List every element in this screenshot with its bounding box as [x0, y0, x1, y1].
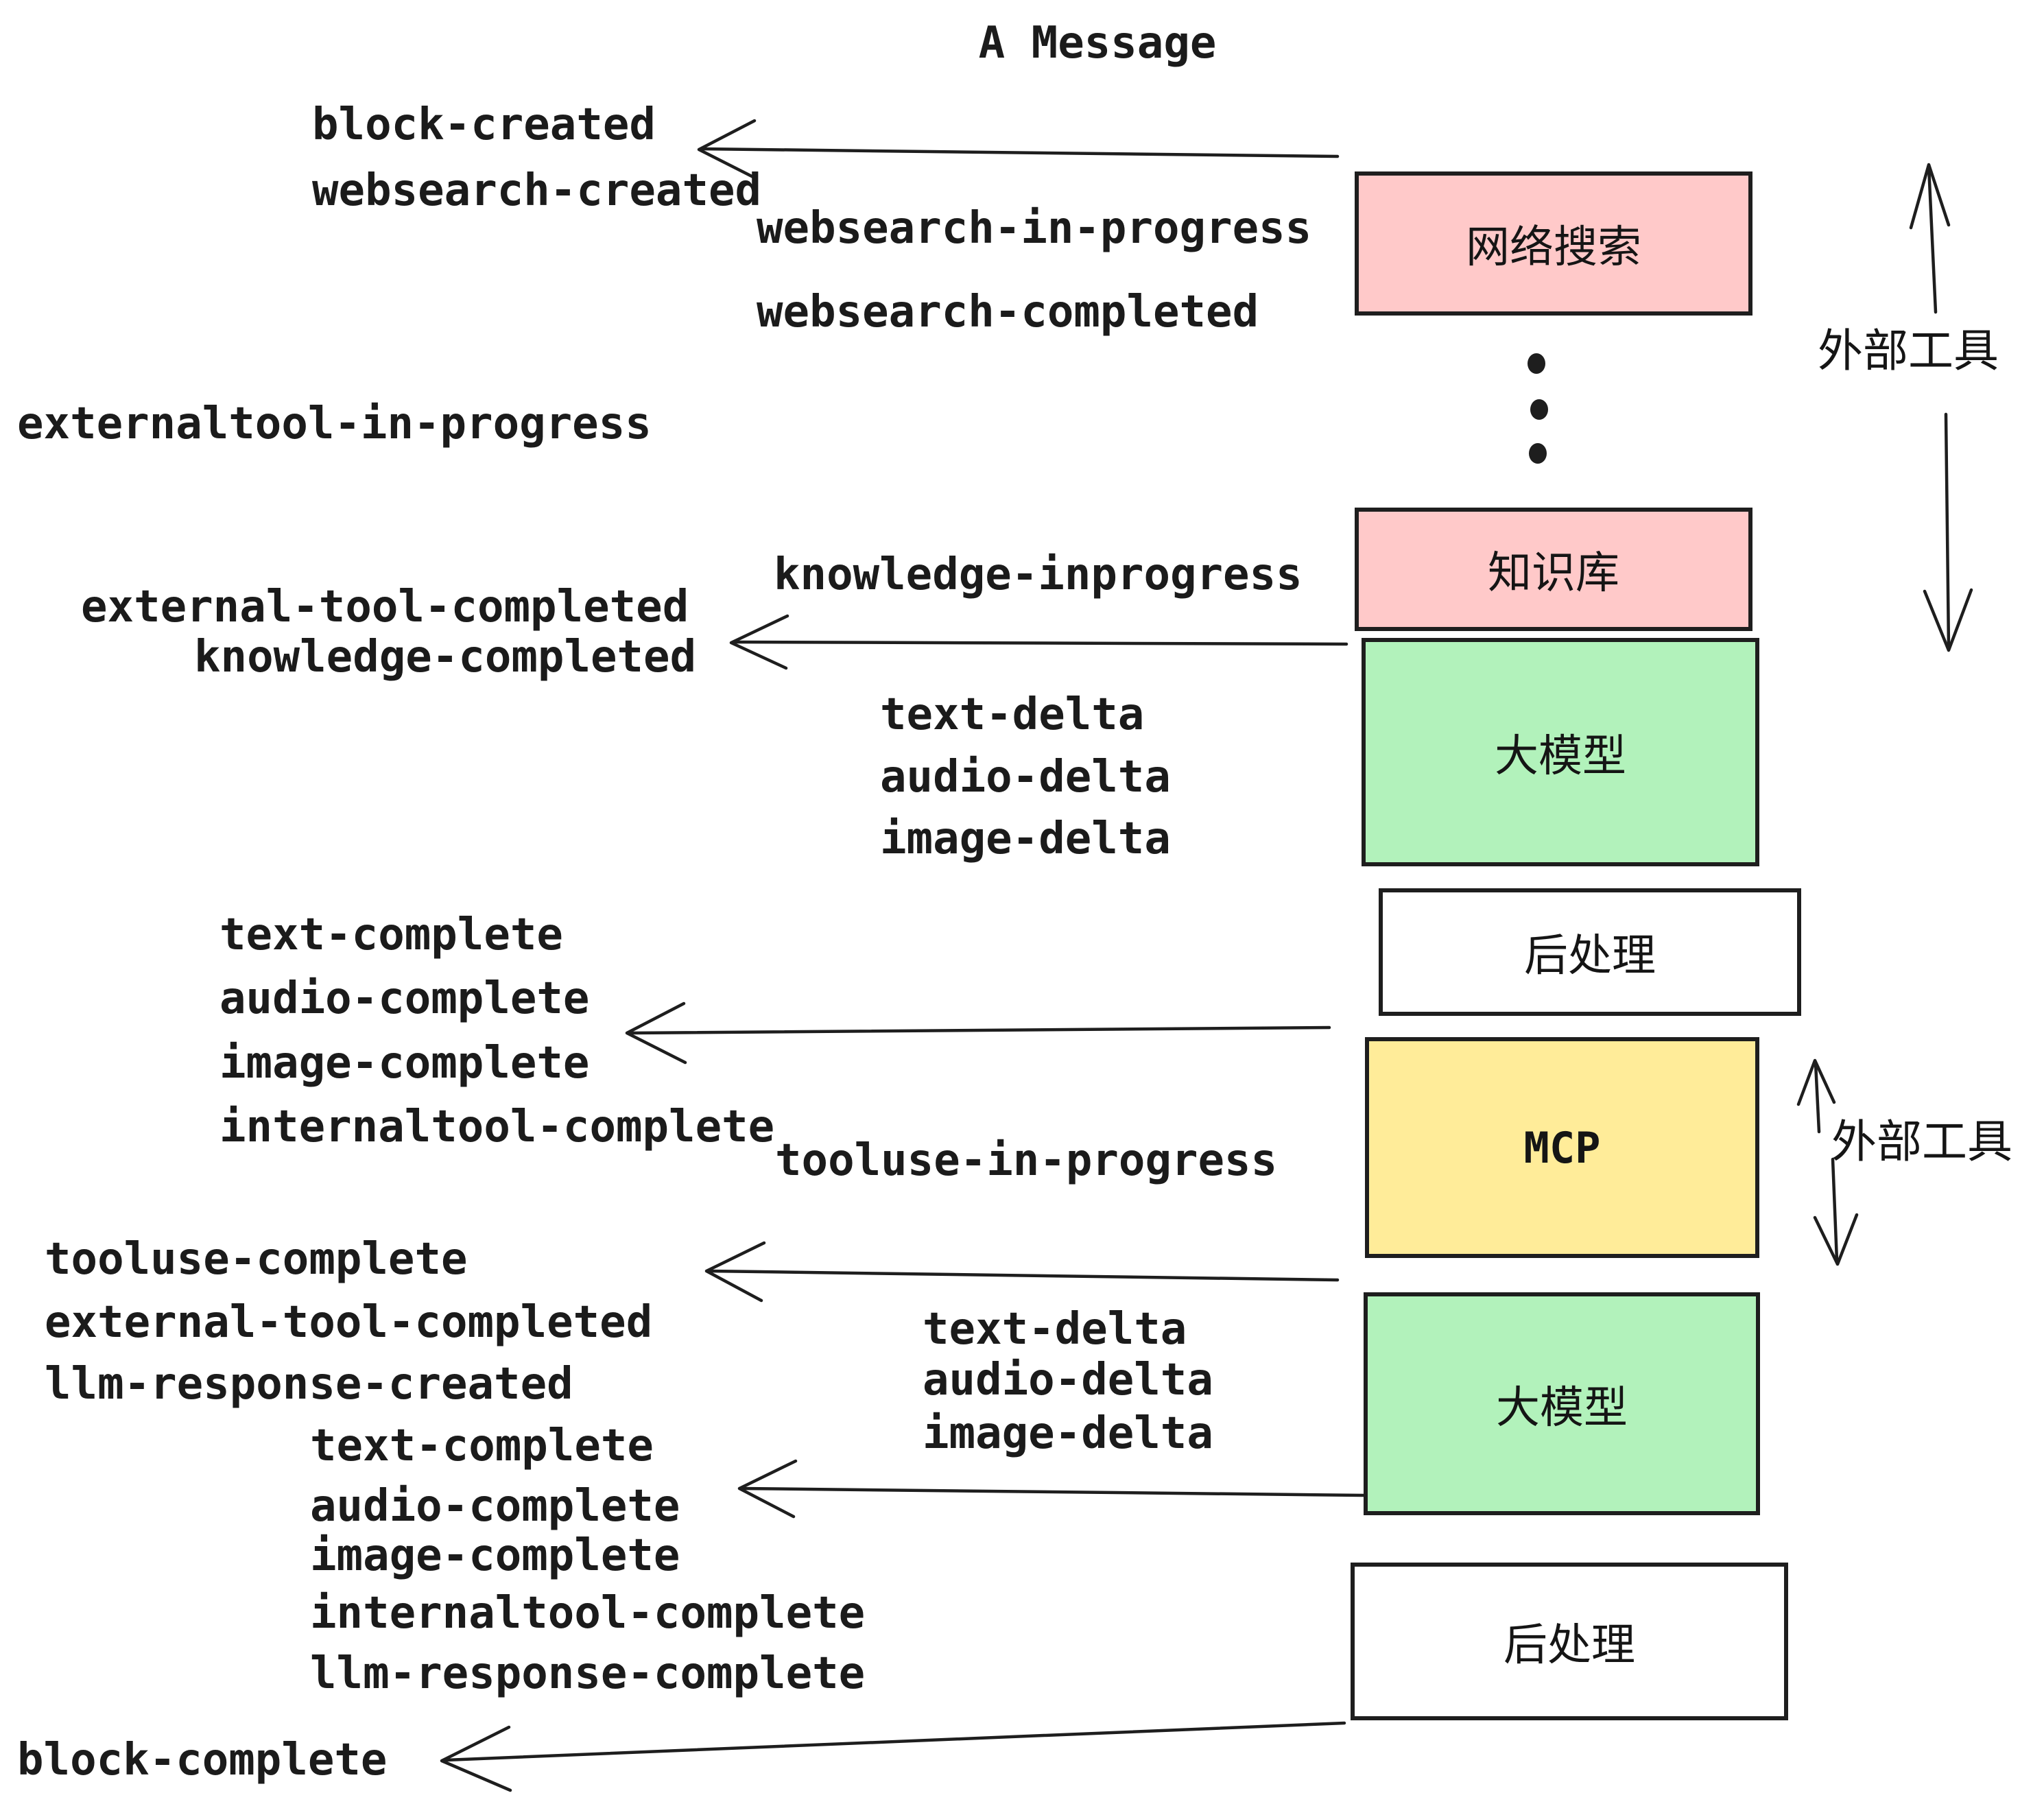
event-label-block-complete: block-complete	[17, 1735, 388, 1785]
event-label-websearch-completed: websearch-completed	[757, 287, 1259, 337]
box-postprocess-2-label: 后处理	[1504, 1620, 1635, 1671]
event-label-websearch-in-progress: websearch-in-progress	[757, 203, 1312, 254]
event-label-block-created: block-created	[312, 99, 656, 150]
box-postprocess-1-label: 后处理	[1524, 931, 1656, 982]
arrow-to-image-complete	[625, 1001, 1331, 1065]
event-label-image-complete-2: image-complete	[310, 1530, 680, 1581]
box-llm-2-label: 大模型	[1496, 1382, 1628, 1434]
box-websearch-label: 网络搜索	[1466, 222, 1641, 273]
event-label-internaltool-complete-1: internaltool-complete	[219, 1102, 775, 1152]
box-llm-1: 大模型	[1362, 638, 1759, 866]
arrow-to-block-created	[697, 119, 1340, 179]
event-label-audio-complete-2: audio-complete	[310, 1481, 680, 1532]
event-label-internaltool-complete-2: internaltool-complete	[310, 1588, 866, 1639]
ellipsis-dots-icon	[1528, 353, 1548, 464]
event-label-audio-delta-2: audio-delta	[923, 1355, 1213, 1405]
event-label-audio-complete-1: audio-complete	[219, 973, 590, 1024]
event-label-image-delta-2: image-delta	[923, 1408, 1213, 1459]
event-label-text-complete-2: text-complete	[310, 1421, 654, 1471]
arrow-to-tooluse-complete	[704, 1241, 1340, 1303]
event-label-audio-delta-1: audio-delta	[880, 752, 1171, 803]
box-postprocess-2: 后处理	[1351, 1563, 1788, 1720]
event-label-llm-response-complete: llm-response-complete	[310, 1648, 866, 1699]
box-llm-2: 大模型	[1364, 1292, 1760, 1515]
box-websearch: 网络搜索	[1355, 171, 1752, 316]
box-mcp: MCP	[1365, 1037, 1759, 1258]
side-label-external-tools-bottom: 外部工具	[1831, 1115, 2012, 1168]
external-tools-up-arrow	[1909, 163, 1951, 314]
box-knowledge-label: 知识库	[1488, 548, 1619, 599]
event-label-image-complete-1: image-complete	[219, 1038, 590, 1089]
diagram-title: A Message	[978, 18, 1217, 69]
event-label-knowledge-completed: knowledge-completed	[194, 632, 697, 683]
event-label-external-tool-completed-1: external-tool-completed	[81, 582, 689, 632]
event-label-tooluse-in-progress: tooluse-in-progress	[775, 1135, 1278, 1186]
box-mcp-label: MCP	[1523, 1122, 1601, 1173]
arrow-to-audio-complete	[737, 1459, 1366, 1519]
event-label-text-delta-2: text-delta	[923, 1304, 1187, 1355]
side-label-external-tools-top: 外部工具	[1818, 324, 1999, 377]
event-label-websearch-created: websearch-created	[312, 165, 762, 216]
event-label-tooluse-complete: tooluse-complete	[45, 1234, 468, 1285]
box-postprocess-1: 后处理	[1379, 888, 1801, 1016]
external-tools-up-arrow-2	[1796, 1058, 1836, 1134]
arrow-to-knowledge-completed	[729, 614, 1348, 670]
arrow-to-block-complete	[440, 1721, 1346, 1792]
event-label-text-delta-1: text-delta	[880, 689, 1145, 740]
box-knowledge: 知识库	[1355, 508, 1752, 631]
event-label-external-tool-completed-2: external-tool-completed	[45, 1297, 653, 1348]
external-tools-down-arrow	[1923, 412, 1973, 652]
event-label-image-delta-1: image-delta	[880, 814, 1171, 864]
external-tools-down-arrow-2	[1813, 1157, 1859, 1266]
event-label-knowledge-inprogress: knowledge-inprogress	[774, 549, 1303, 600]
event-label-llm-response-created: llm-response-created	[45, 1359, 573, 1410]
event-label-text-complete-1: text-complete	[219, 910, 563, 960]
box-llm-1-label: 大模型	[1495, 731, 1626, 782]
event-label-externaltool-in-progress: externaltool-in-progress	[17, 399, 652, 449]
